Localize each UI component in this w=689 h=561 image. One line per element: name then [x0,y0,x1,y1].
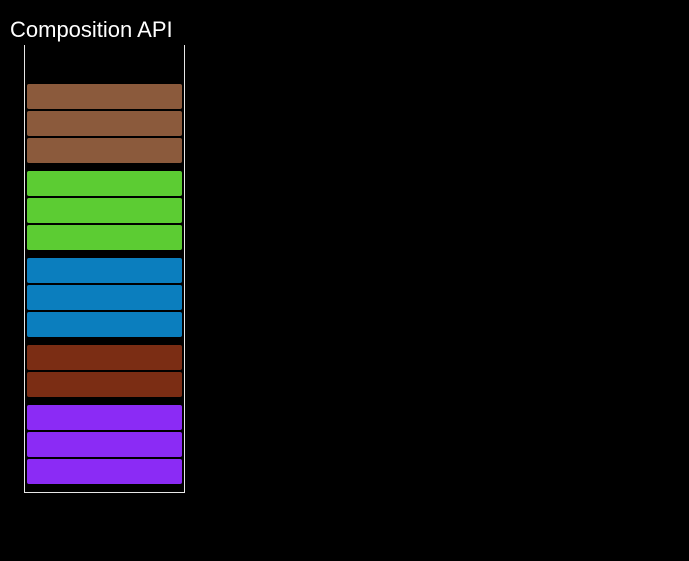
composition-container [24,45,185,493]
bar-group-brown-group [27,84,182,163]
bar-group-blue-group [27,258,182,337]
bar[interactable] [27,258,182,283]
bar[interactable] [27,345,182,370]
bar[interactable] [27,459,182,484]
bar[interactable] [27,405,182,430]
bar[interactable] [27,111,182,136]
bar-group-purple-group [27,405,182,484]
bar[interactable] [27,432,182,457]
bar[interactable] [27,225,182,250]
bar[interactable] [27,84,182,109]
bar[interactable] [27,285,182,310]
bar-group-green-group [27,171,182,250]
bar-stack [27,45,182,484]
bar[interactable] [27,372,182,397]
bar[interactable] [27,198,182,223]
bar[interactable] [27,138,182,163]
bar[interactable] [27,171,182,196]
bar-group-rust-group [27,345,182,397]
page-title: Composition API [10,17,173,42]
bar[interactable] [27,312,182,337]
